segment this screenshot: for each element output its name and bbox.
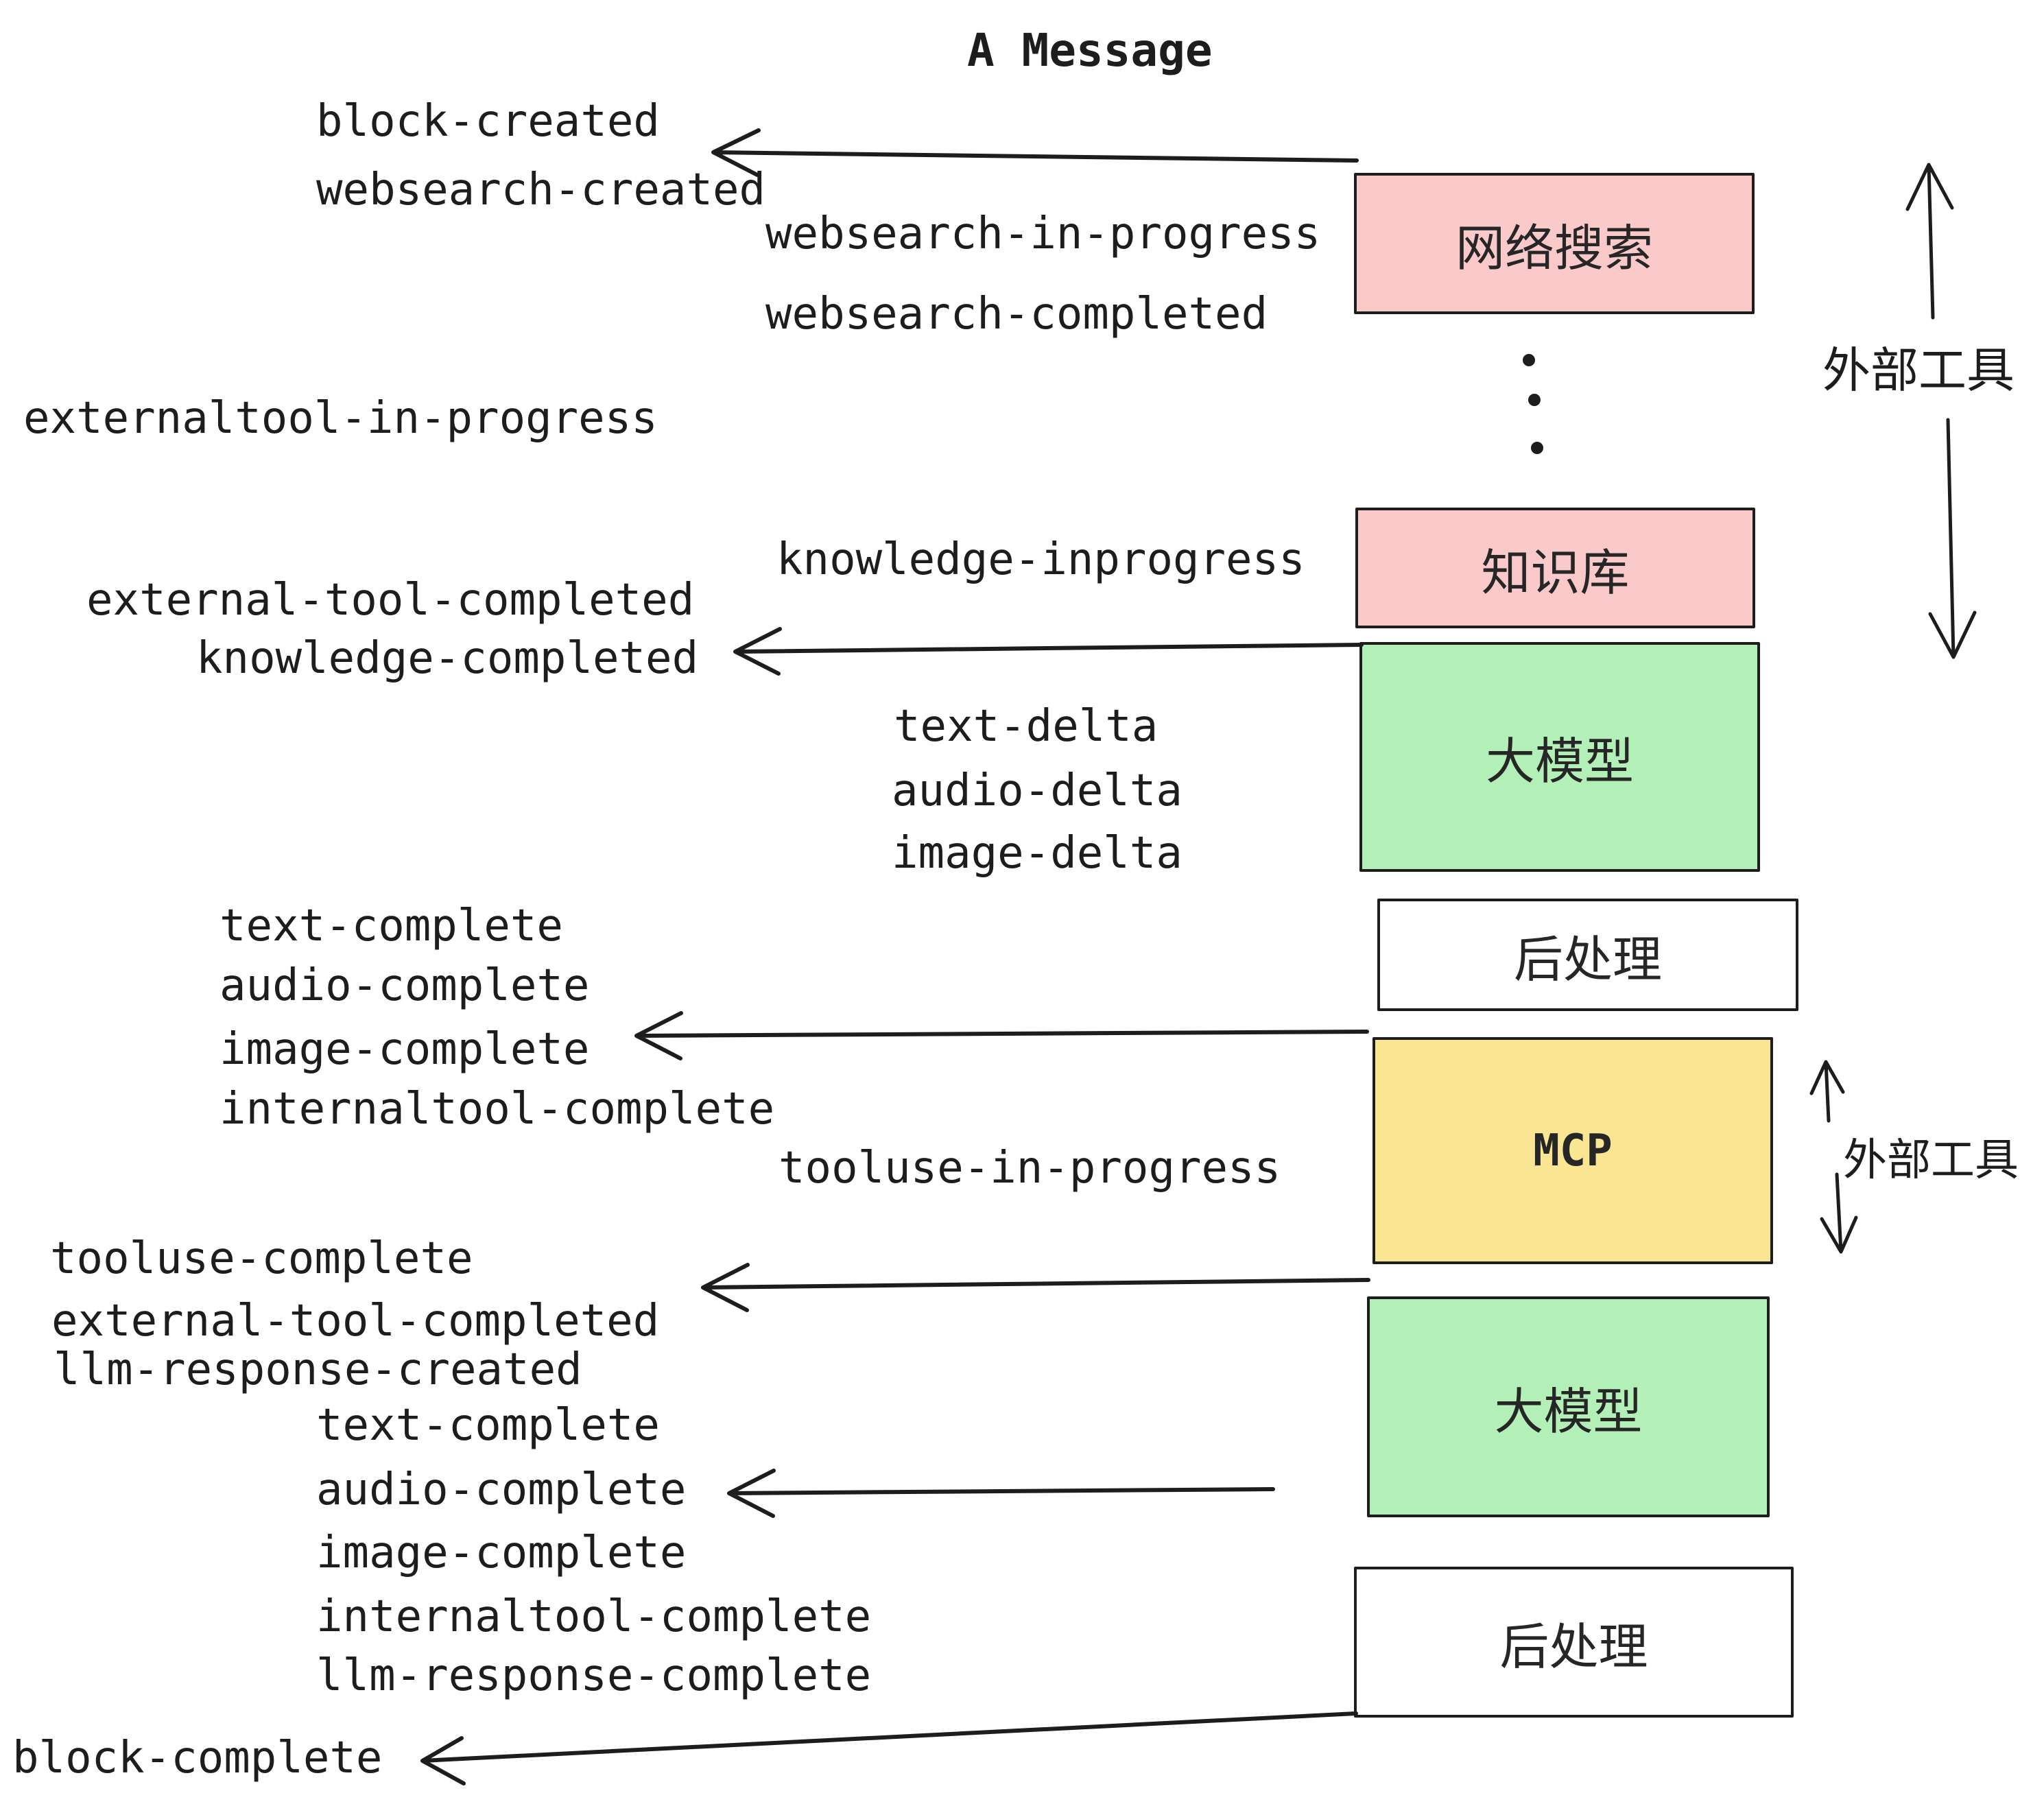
event-llm-response-complete: llm-response-complete bbox=[316, 1650, 872, 1701]
arrow-to-block-created bbox=[711, 128, 1359, 177]
event-external-tool-completed: external-tool-completed bbox=[86, 575, 695, 626]
arrow-to-image-complete bbox=[634, 1011, 1369, 1060]
side-label-external-tools-mcp: 外部工具 bbox=[1843, 1135, 2019, 1186]
box-websearch-label: 网络搜索 bbox=[1455, 219, 1653, 277]
event-llm-response-created: llm-response-created bbox=[54, 1344, 582, 1395]
box-postprocess-2: 后处理 bbox=[1354, 1567, 1794, 1718]
event-websearch-created: websearch-created bbox=[316, 165, 766, 215]
event-tooluse-in-progress: tooluse-in-progress bbox=[779, 1143, 1281, 1194]
arrow-to-tooluse-complete bbox=[701, 1263, 1370, 1312]
event-text-delta-1: text-delta bbox=[894, 701, 1158, 752]
event-image-complete-2: image-complete bbox=[316, 1528, 687, 1578]
box-postprocess-1-label: 后处理 bbox=[1513, 930, 1662, 988]
box-postprocess-1: 后处理 bbox=[1377, 899, 1798, 1011]
event-websearch-completed: websearch-completed bbox=[765, 289, 1268, 340]
event-text-complete-2: text-complete bbox=[316, 1400, 660, 1451]
arrow-to-knowledge-completed bbox=[733, 627, 1364, 676]
box-postprocess-2-label: 后处理 bbox=[1499, 1617, 1648, 1676]
arrow-mcp-external-up bbox=[1809, 1060, 1845, 1123]
ellipsis-dots bbox=[1523, 354, 1543, 454]
event-external-tool-completed-2: external-tool-completed bbox=[51, 1296, 660, 1346]
side-label-external-tools-top: 外部工具 bbox=[1822, 342, 2015, 399]
box-llm-1-label: 大模型 bbox=[1485, 733, 1634, 790]
event-block-complete: block-complete bbox=[12, 1733, 383, 1783]
event-internaltool-complete-2: internaltool-complete bbox=[316, 1591, 872, 1642]
event-text-complete-1: text-complete bbox=[219, 901, 563, 951]
box-websearch: 网络搜索 bbox=[1354, 173, 1755, 314]
event-internaltool-complete-1: internaltool-complete bbox=[219, 1084, 775, 1135]
arrow-external-tools-up bbox=[1905, 163, 1954, 320]
event-audio-delta-1: audio-delta bbox=[892, 765, 1183, 816]
box-llm-2-label: 大模型 bbox=[1494, 1382, 1643, 1440]
event-audio-complete-2: audio-complete bbox=[316, 1464, 687, 1515]
box-llm-1: 大模型 bbox=[1359, 642, 1760, 872]
event-audio-complete-1: audio-complete bbox=[219, 960, 590, 1011]
event-websearch-in-progress: websearch-in-progress bbox=[765, 209, 1321, 259]
arrow-to-audio-complete bbox=[727, 1469, 1275, 1518]
diagram-title: A Message bbox=[967, 24, 1213, 77]
event-tooluse-complete: tooluse-complete bbox=[50, 1233, 473, 1284]
box-llm-2: 大模型 bbox=[1367, 1296, 1770, 1517]
arrow-external-tools-down bbox=[1928, 418, 1977, 659]
box-mcp: MCP bbox=[1372, 1037, 1773, 1264]
event-knowledge-completed: knowledge-completed bbox=[196, 633, 699, 684]
arrow-to-block-complete bbox=[420, 1711, 1358, 1785]
box-mcp-label: MCP bbox=[1533, 1125, 1613, 1176]
event-knowledge-inprogress: knowledge-inprogress bbox=[776, 534, 1305, 585]
event-image-delta-1: image-delta bbox=[892, 828, 1183, 879]
event-image-complete-1: image-complete bbox=[219, 1024, 590, 1075]
event-externaltool-in-progress: externaltool-in-progress bbox=[23, 393, 658, 444]
event-block-created: block-created bbox=[316, 96, 660, 147]
box-knowledge: 知识库 bbox=[1355, 508, 1755, 628]
box-knowledge-label: 知识库 bbox=[1481, 543, 1630, 602]
